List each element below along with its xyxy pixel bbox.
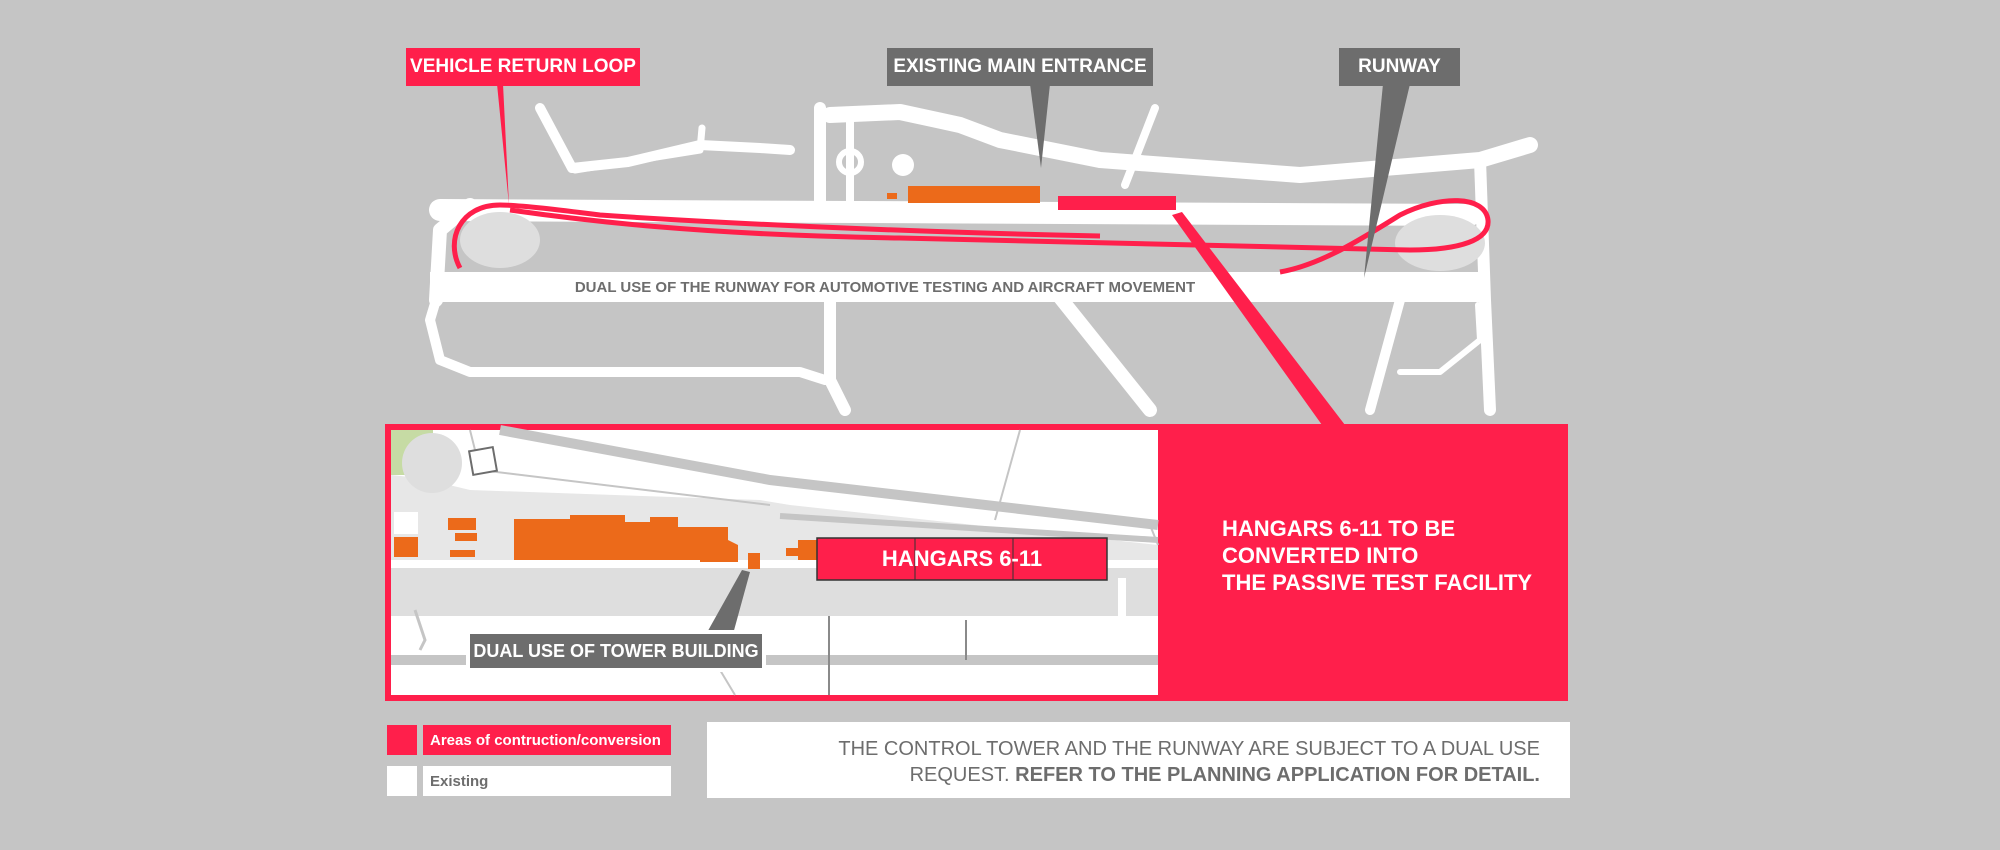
hangars-description-line: THE PASSIVE TEST FACILITY [1222,570,1533,595]
runway-callout: RUNWAY [1339,48,1460,86]
hangars-overview [1058,196,1176,210]
roundabout-detail [402,433,462,493]
existing-main-entrance-callout: EXISTING MAIN ENTRANCE [887,48,1153,86]
hangars-block [816,537,1108,581]
legend-existing-swatch [387,766,417,796]
vehicle-return-loop-west [451,202,1101,270]
tower-buildings-overview [908,186,1040,203]
runway-pointer [1364,84,1410,278]
vehicle-return-loop-callout: VEHICLE RETURN LOOP [406,48,640,86]
runway-strip [430,272,1490,302]
dual-use-note: THE CONTROL TOWER AND THE RUNWAY ARE SUB… [707,722,1570,798]
roundabout-west [836,148,864,176]
main-entrance-pointer [1030,84,1050,168]
hangars-label: HANGARS 6-11 [881,546,1043,571]
note-line-2: REQUEST. REFER TO THE PLANNING APPLICATI… [838,762,1540,788]
note-line-1: THE CONTROL TOWER AND THE RUNWAY ARE SUB… [838,738,1540,760]
note-line-2-bold: REFER TO THE PLANNING APPLICATION FOR DE… [1015,764,1540,786]
dual-use-note-text: THE CONTROL TOWER AND THE RUNWAY ARE SUB… [838,736,1540,788]
hangars-pointer [1172,212,1345,425]
tower-annex-overview [887,193,897,199]
legend-construction-label: Areas of contruction/conversion [423,725,671,755]
tower-building [514,515,738,562]
legend-construction-swatch [387,725,417,755]
hangars-description-line: HANGARS 6-11 TO BE [1222,516,1456,541]
vehicle-return-loop-pointer [497,84,509,205]
hangars-description: HANGARS 6-11 TO BE CONVERTED INTO THE PA… [1222,515,1532,596]
east-loop-pad [1395,215,1485,271]
detail-inset-map [391,425,1159,696]
hangars-description-line: CONVERTED INTO [1222,543,1419,568]
roundabout-east [892,154,914,176]
road-network [425,102,1538,417]
runway-dual-use-label: DUAL USE OF THE RUNWAY FOR AUTOMOTIVE TE… [574,278,1196,296]
legend-existing-label: Existing [423,766,671,796]
tower-pointer [700,570,750,645]
note-line-2-normal: REQUEST. [909,764,1016,786]
tower-building-label: DUAL USE OF TOWER BUILDING [466,630,766,672]
west-loop-pad [460,212,540,268]
